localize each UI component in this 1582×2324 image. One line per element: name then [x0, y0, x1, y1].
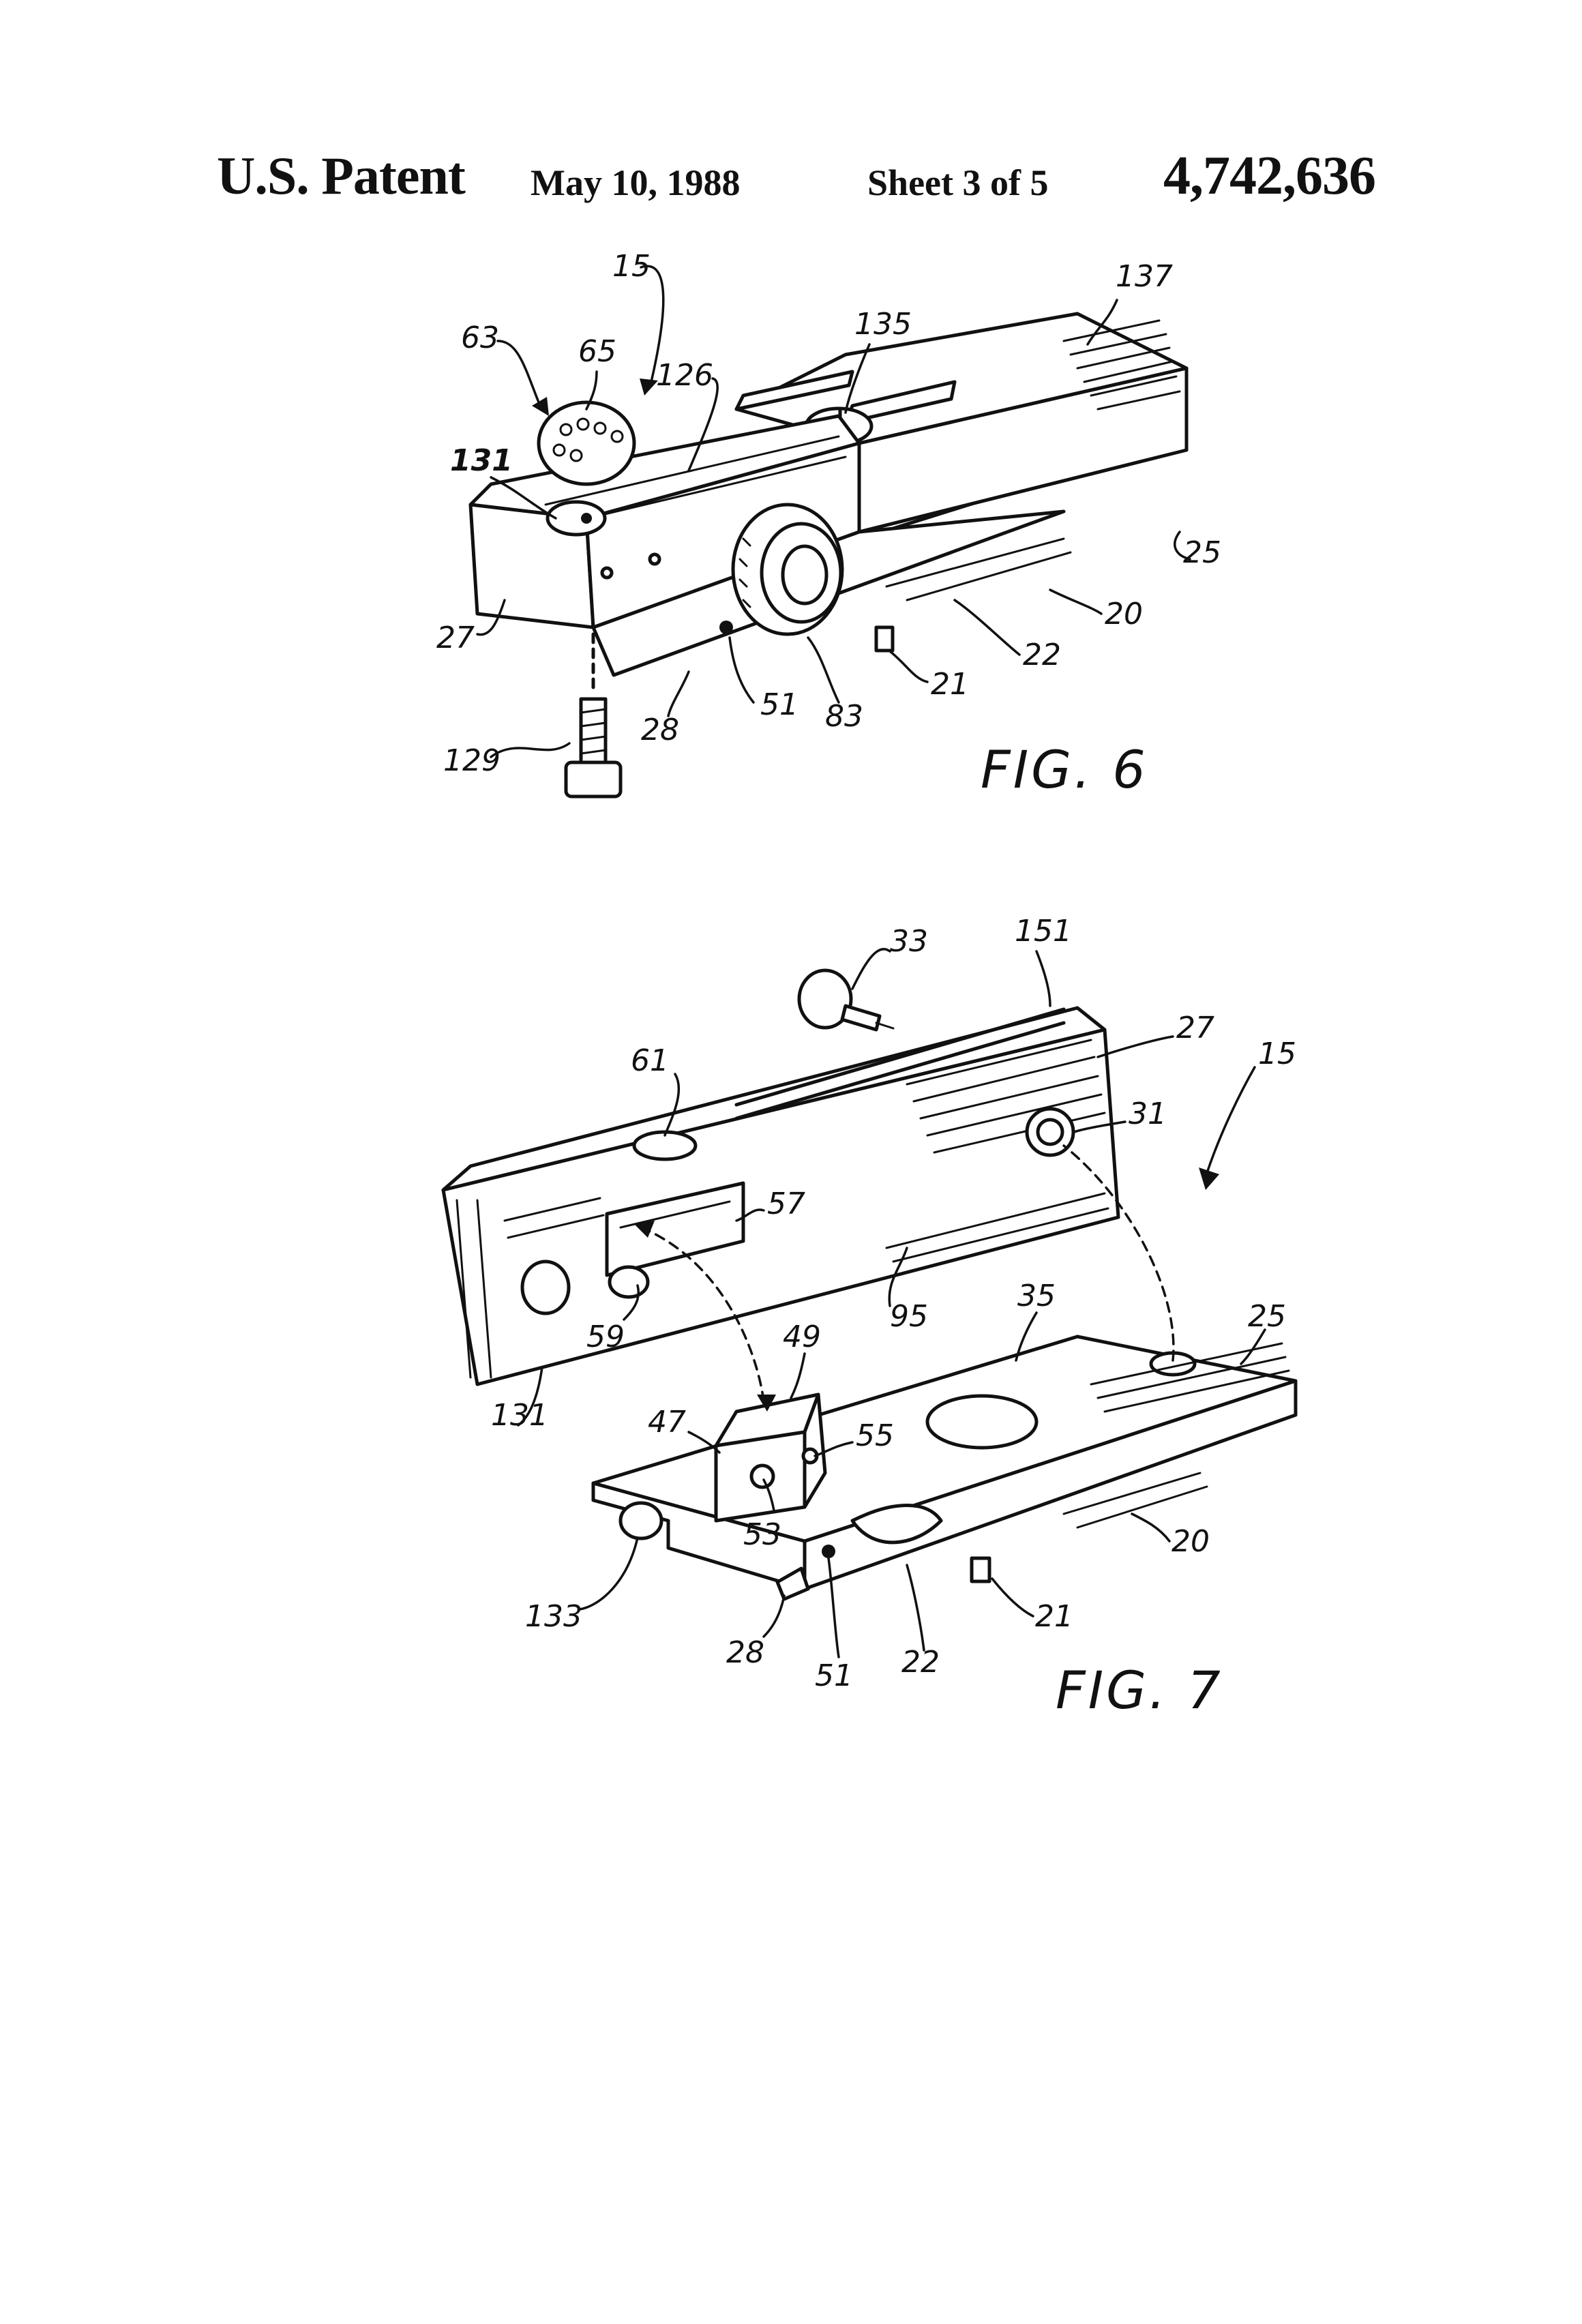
- fig7-ref-49: 49: [783, 1320, 821, 1354]
- fig6-ref-131: 131: [450, 443, 513, 478]
- fig7-ref-57: 57: [767, 1187, 805, 1221]
- fig7-ref-22: 22: [901, 1645, 940, 1680]
- fig7-ref-59: 59: [586, 1320, 625, 1354]
- fig7-ref-61: 61: [631, 1043, 669, 1078]
- fig7-ref-21: 21: [1035, 1599, 1073, 1634]
- fig7-ref-27: 27: [1176, 1011, 1214, 1045]
- fig7-ref-131: 131: [491, 1398, 548, 1433]
- fig6-label: FIG. 6: [981, 739, 1148, 800]
- fig7-ref-47: 47: [648, 1405, 686, 1440]
- fig6-ref-83: 83: [825, 699, 863, 734]
- fig7-ref-28: 28: [726, 1635, 764, 1670]
- patent-header: U.S. Patent May 10, 1988 Sheet 3 of 5 4,…: [0, 140, 1582, 215]
- sheet-number: Sheet 3 of 5: [867, 162, 1048, 204]
- fig6-ref-21: 21: [931, 667, 969, 702]
- fig7-ref-133: 133: [525, 1599, 582, 1634]
- fig6-ref-65: 65: [578, 334, 616, 369]
- fig6-ref-137: 137: [1116, 259, 1173, 294]
- fig7-ref-55: 55: [856, 1418, 894, 1453]
- fig6-ref-15: 15: [612, 249, 651, 284]
- fig7-ref-25: 25: [1248, 1299, 1286, 1334]
- patent-date: May 10, 1988: [531, 162, 740, 204]
- fig6-ref-51: 51: [760, 687, 799, 722]
- patent-label: U.S. Patent: [217, 145, 465, 207]
- fig7-exploded-sketch: [443, 970, 1296, 1599]
- patent-number: 4,742,636: [1163, 145, 1375, 207]
- fig6-ref-25: 25: [1183, 535, 1221, 570]
- fig7-ref-35: 35: [1017, 1279, 1056, 1313]
- fig7-ref-51: 51: [815, 1658, 853, 1693]
- fig6-ref-135: 135: [854, 307, 912, 342]
- fig6-ref-27: 27: [436, 621, 475, 655]
- fig6-ref-126: 126: [656, 358, 713, 393]
- fig6-ref-20: 20: [1105, 597, 1143, 631]
- fig7-label: FIG. 7: [1056, 1660, 1223, 1720]
- fig7-ref-95: 95: [890, 1299, 928, 1334]
- fig6-ref-63: 63: [461, 321, 499, 355]
- fig7-ref-20: 20: [1171, 1524, 1210, 1559]
- fig7-ref-151: 151: [1015, 914, 1072, 949]
- fig6-ref-22: 22: [1023, 638, 1061, 672]
- fig7-ref-53: 53: [743, 1517, 781, 1552]
- figure-6-drawing: 15 137 63 65 126 135 131 25 27 20 22 21 …: [0, 245, 1582, 846]
- fig7-ref-33: 33: [890, 924, 928, 959]
- fig6-ref-28: 28: [641, 713, 679, 747]
- fig7-ref-15: 15: [1258, 1037, 1296, 1071]
- fig7-ref-31: 31: [1129, 1097, 1167, 1131]
- figure-7-drawing: 33 151 27 61 15 31 57 95 59 35 25 49 131…: [0, 900, 1582, 1773]
- fig6-ref-129: 129: [443, 743, 501, 778]
